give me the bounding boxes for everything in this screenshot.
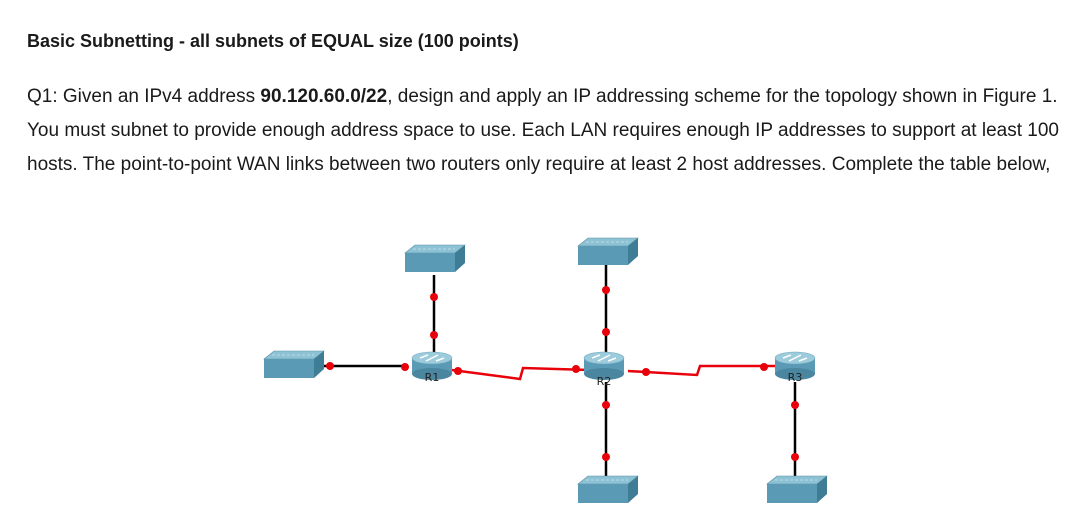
router-label-r1: R1 bbox=[425, 371, 440, 384]
r2-r3-wan-link bbox=[627, 364, 777, 377]
switch-r2-bottom bbox=[577, 475, 639, 504]
switch-r3-bottom bbox=[766, 475, 828, 504]
question-body: , design and apply an IP addressing sche… bbox=[27, 86, 1059, 175]
question-prefix: Q1: Given an IPv4 address bbox=[27, 86, 261, 107]
port-indicators bbox=[326, 286, 799, 461]
router-label-r3: R3 bbox=[788, 371, 803, 384]
heading: Basic Subnetting - all subnets of EQUAL … bbox=[27, 31, 519, 51]
switch-r1-top bbox=[404, 244, 466, 273]
r1-r2-wan-link bbox=[451, 366, 591, 381]
switch-r2-top bbox=[577, 237, 639, 266]
question-paragraph: Q1: Given an IPv4 address 90.120.60.0/22… bbox=[27, 80, 1067, 182]
router-label-r2: R2 bbox=[597, 375, 612, 388]
ip-address: 90.120.60.0/22 bbox=[260, 86, 388, 107]
switch-r1-left bbox=[263, 350, 325, 379]
